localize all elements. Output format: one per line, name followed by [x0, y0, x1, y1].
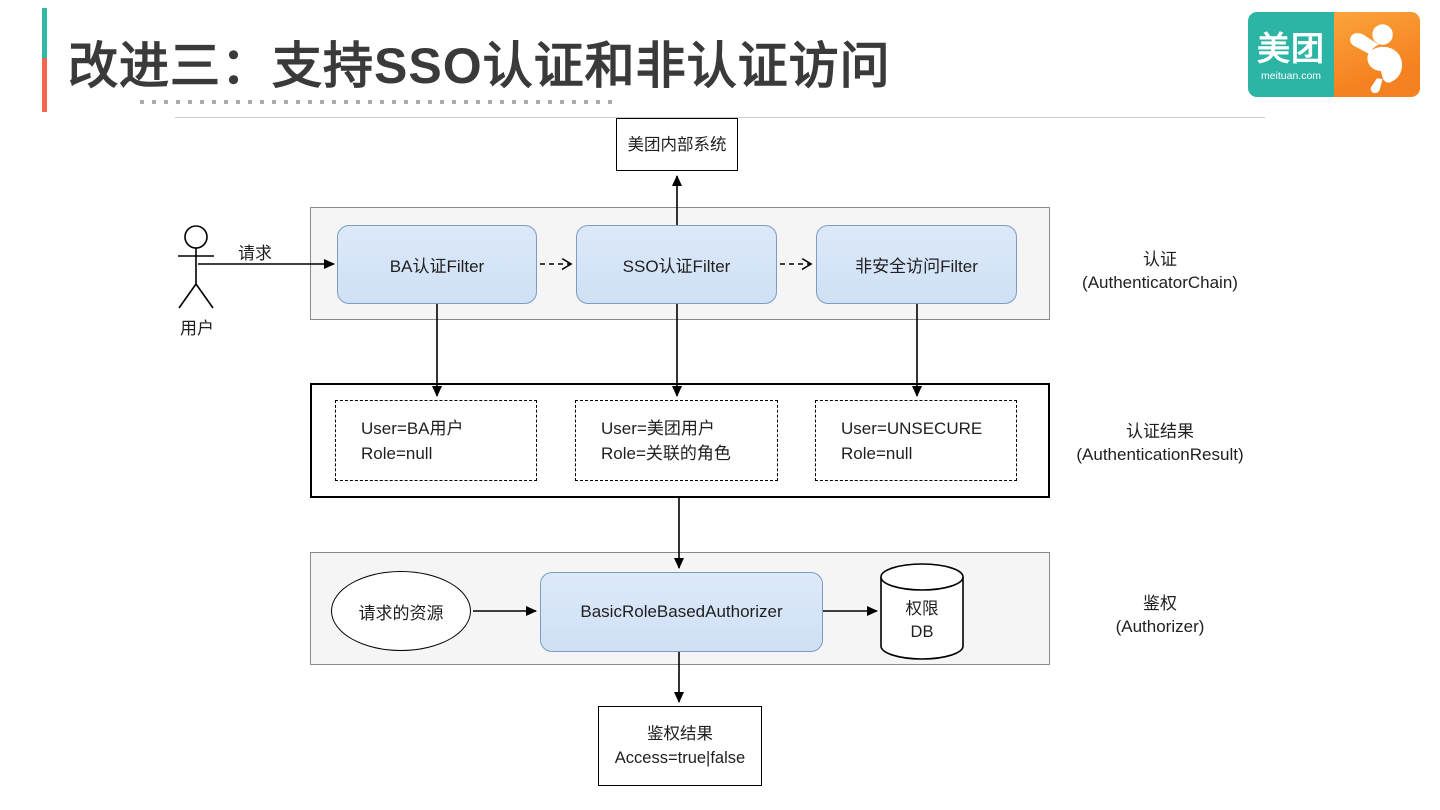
authz-result-line2: Access=true|false — [614, 749, 746, 767]
result-box-sso-line2: Role=关联的角色 — [601, 443, 731, 463]
permission-db-line1: 权限 — [905, 600, 939, 618]
result-box-unsecure-line1: User=UNSECURE — [841, 418, 983, 438]
logo-brand-panel: 美团 meituan.com — [1248, 12, 1334, 97]
permission-db-label: 权限 DB — [881, 598, 963, 644]
result-box-ba-line2: Role=null — [361, 443, 433, 463]
authorizer-box: BasicRoleBasedAuthorizer — [540, 572, 823, 652]
authorizer-label-cn: 鉴权 — [1143, 594, 1177, 613]
result-box-unsecure: User=UNSECURE Role=null — [815, 400, 1017, 481]
page-title: 改进三：支持SSO认证和非认证访问 — [68, 38, 891, 94]
logo-mascot-icon — [1350, 23, 1403, 93]
auth-chain-label: 认证 (AuthenticatorChain) — [1040, 248, 1280, 294]
logo-mascot-panel — [1334, 12, 1420, 97]
result-box-unsecure-line2: Role=null — [841, 443, 913, 463]
filter-box-sso: SSO认证Filter — [576, 225, 777, 304]
accent-bar-orange — [42, 58, 47, 112]
authz-result-box: 鉴权结果 Access=true|false — [598, 706, 762, 786]
auth-result-label-en: (AuthenticationResult) — [1076, 445, 1244, 464]
auth-result-label: 认证结果 (AuthenticationResult) — [1040, 420, 1280, 466]
user-label: 用户 — [180, 319, 214, 338]
result-box-sso: User=美团用户 Role=关联的角色 — [575, 400, 778, 481]
request-label: 请求 — [238, 244, 272, 263]
result-box-ba: User=BA用户 Role=null — [335, 400, 537, 481]
internal-system-label: 美团内部系统 — [627, 135, 727, 154]
header-divider-line — [175, 117, 1265, 118]
filter-box-unsecure: 非安全访问Filter — [816, 225, 1017, 304]
filter-box-sso-label: SSO认证Filter — [622, 257, 731, 276]
filter-box-ba: BA认证Filter — [337, 225, 537, 304]
authz-result-line1: 鉴权结果 — [647, 725, 713, 743]
logo-brand-text: 美团 — [1257, 29, 1325, 67]
auth-result-label-cn: 认证结果 — [1126, 422, 1194, 441]
auth-chain-label-cn: 认证 — [1143, 250, 1177, 269]
authorizer-label: 鉴权 (Authorizer) — [1040, 592, 1280, 638]
authorizer-label-en: (Authorizer) — [1115, 617, 1205, 636]
user-figure-icon — [178, 225, 214, 309]
title-accent-bar — [42, 8, 47, 112]
title-underline-dots — [140, 100, 618, 104]
logo-domain-text: meituan.com — [1260, 69, 1322, 82]
filter-box-unsecure-label: 非安全访问Filter — [855, 257, 978, 276]
meituan-logo: 美团 meituan.com — [1248, 12, 1420, 97]
resource-label: 请求的资源 — [358, 603, 444, 623]
authorizer-box-label: BasicRoleBasedAuthorizer — [580, 602, 783, 621]
auth-chain-label-en: (AuthenticatorChain) — [1082, 273, 1238, 292]
accent-bar-teal — [42, 8, 47, 58]
permission-db-line2: DB — [910, 623, 934, 641]
result-box-sso-line1: User=美团用户 — [601, 418, 715, 438]
filter-box-ba-label: BA认证Filter — [389, 257, 485, 276]
internal-system-box: 美团内部系统 — [616, 118, 738, 171]
resource-ellipse: 请求的资源 — [331, 571, 471, 651]
result-box-ba-line1: User=BA用户 — [361, 418, 464, 438]
